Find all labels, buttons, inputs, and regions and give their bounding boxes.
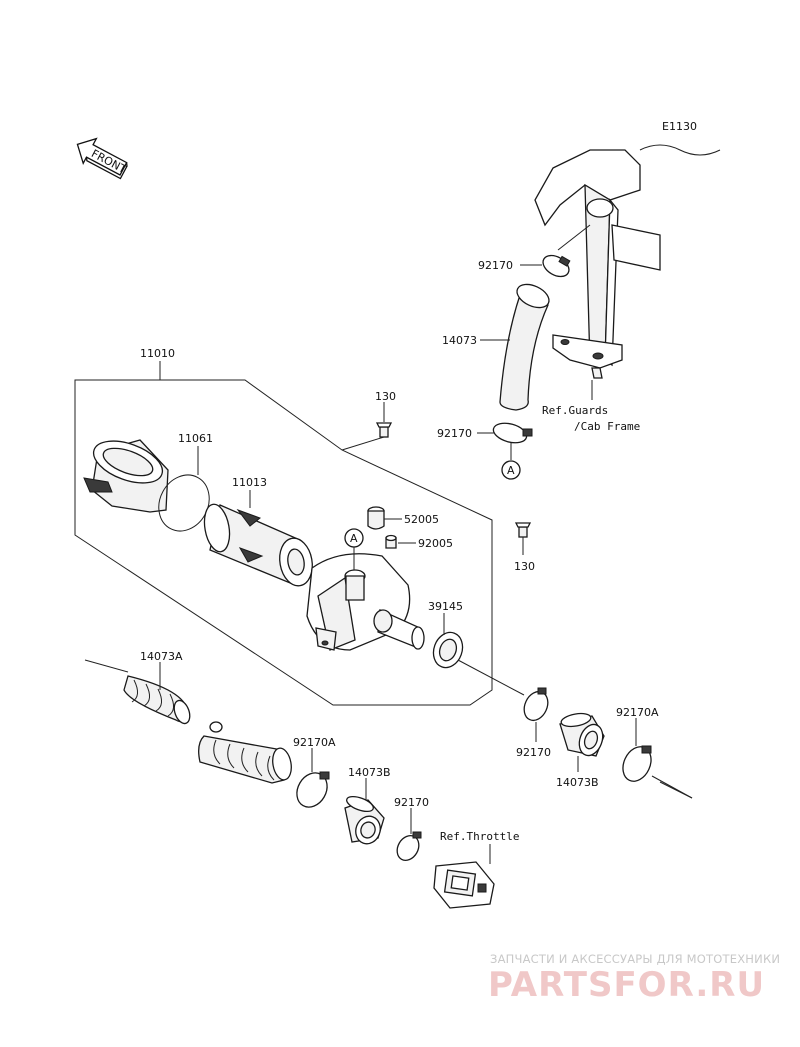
label-92170-low: 92170 — [394, 796, 429, 809]
group-bracket-11010 — [74, 361, 493, 706]
label-11061: 11061 — [178, 432, 213, 445]
cleaner-body — [306, 553, 425, 651]
ref-guards-line2: /Cab Frame — [574, 420, 640, 433]
plug-92005 — [385, 534, 397, 549]
watermark-brand-logo: PARTSFOR.RU — [488, 965, 765, 1005]
clamp-92170A-left — [296, 771, 330, 808]
watermark-tagline: ЗАПЧАСТИ И АКСЕССУАРЫ ДЛЯ МОТОТЕХНИКИ — [490, 952, 780, 966]
svg-text:A: A — [350, 532, 358, 545]
bellows-14073A-short — [84, 659, 191, 725]
bellows-14073A-long — [198, 721, 292, 784]
label-11010: 11010 — [140, 347, 175, 360]
bolt-130-top — [375, 422, 393, 438]
label-11013: 11013 — [232, 476, 267, 489]
filter-element-11013 — [203, 503, 313, 587]
throttle-body — [433, 861, 495, 909]
cleaner-cover — [83, 439, 169, 513]
label-92005: 92005 — [418, 537, 453, 550]
marker-a-body: A — [344, 528, 364, 570]
label-92170A-right: 92170A — [616, 706, 659, 719]
ref-throttle: Ref.Throttle — [440, 830, 519, 843]
cap-52005 — [367, 506, 385, 530]
label-130-top: 130 — [375, 390, 396, 403]
label-130-right: 130 — [514, 560, 535, 573]
clamp-92170A-right — [622, 745, 652, 782]
label-92170-mid: 92170 — [437, 427, 472, 440]
label-14073: 14073 — [442, 334, 477, 347]
clamp-92170-mid — [492, 422, 533, 444]
marker-a-top: A — [501, 443, 521, 480]
seal-39145 — [432, 631, 464, 669]
label-92170-top: 92170 — [478, 259, 513, 272]
ref-guards-line1: Ref.Guards — [542, 404, 608, 417]
cab-frame-structure — [534, 144, 721, 379]
clamp-92170-right — [523, 687, 549, 722]
label-92170A-left: 92170A — [293, 736, 336, 749]
duct-14073B-right — [559, 712, 605, 757]
clamp-92170-top — [542, 254, 571, 278]
diagram-code: E1130 — [662, 120, 697, 133]
hose-14073 — [499, 283, 550, 411]
label-92170-right: 92170 — [516, 746, 551, 759]
duct-14073B-left — [344, 795, 385, 845]
label-52005: 52005 — [404, 513, 439, 526]
label-14073B-right: 14073B — [556, 776, 599, 789]
bolt-130-right — [514, 522, 532, 538]
clamp-92170-low — [396, 831, 422, 861]
label-14073B-left: 14073B — [348, 766, 391, 779]
front-arrow-icon: FRONT — [76, 137, 129, 180]
svg-text:A: A — [507, 464, 515, 477]
label-39145: 39145 — [428, 600, 463, 613]
label-14073A: 14073A — [140, 650, 183, 663]
